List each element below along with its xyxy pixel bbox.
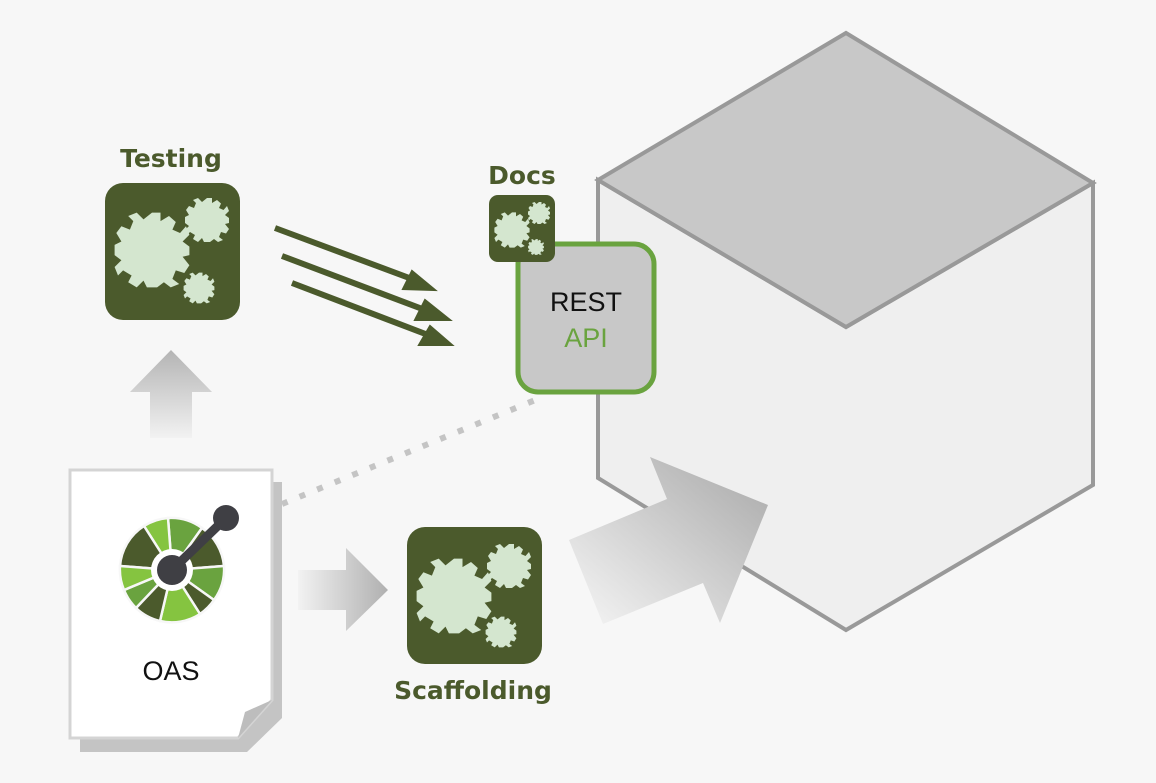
testing-node[interactable]: Testing — [105, 144, 240, 320]
rest-api-node[interactable]: REST API — [515, 241, 657, 395]
oas-label: OAS — [142, 656, 199, 686]
docs-label: Docs — [488, 161, 556, 190]
scaffolding-node[interactable]: Scaffolding — [394, 527, 552, 705]
oas-document[interactable]: OAS — [68, 468, 282, 752]
page-curl — [238, 700, 272, 738]
docs-node[interactable]: Docs — [488, 161, 556, 262]
rest-label: REST — [550, 287, 622, 317]
dark-arrow-3 — [290, 280, 455, 346]
openapi-logo-icon — [118, 505, 239, 624]
cube-top-face — [594, 30, 1097, 330]
triple-arrows-icon — [273, 225, 455, 346]
arrow-right-icon — [298, 548, 388, 631]
testing-label: Testing — [120, 144, 222, 173]
arrow-up-icon — [130, 350, 212, 438]
api-label: API — [564, 323, 608, 353]
scaffolding-label: Scaffolding — [394, 676, 552, 705]
dotted-connector — [280, 393, 547, 507]
rest-api-box — [515, 241, 657, 395]
dark-arrow-2 — [280, 253, 453, 321]
dark-arrow-1 — [273, 225, 438, 292]
arrow-diagonal-icon — [569, 457, 768, 624]
